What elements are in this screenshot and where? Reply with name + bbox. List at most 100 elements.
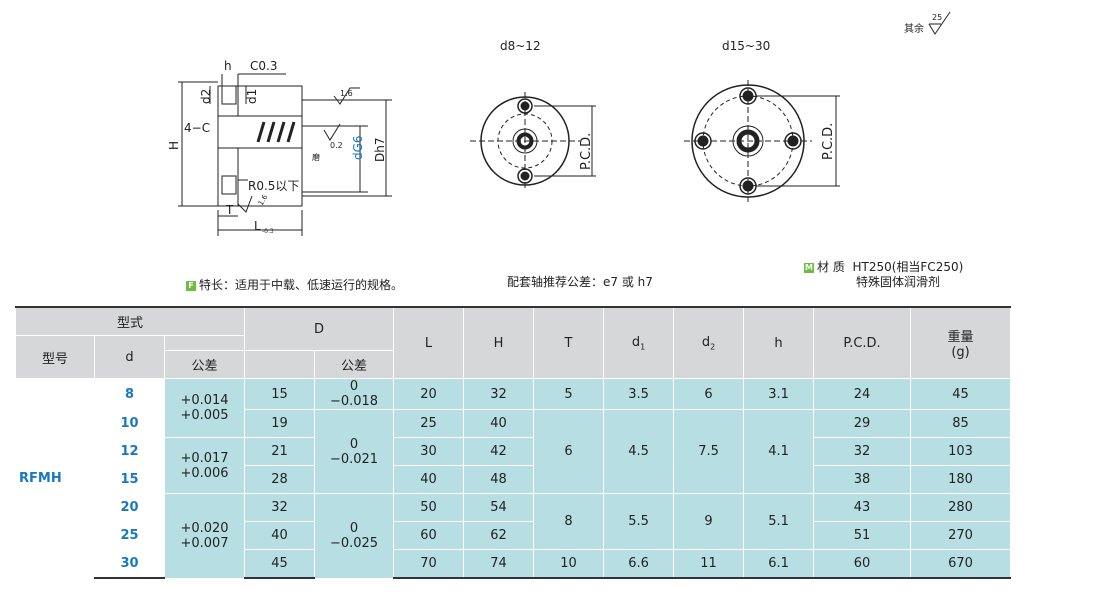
D-tol-cell: 0−0.018 bbox=[314, 378, 395, 410]
header-pcd: P.C.D. bbox=[813, 306, 912, 379]
d2-cell: 7.5 bbox=[673, 409, 745, 494]
table-row: 25 40 60 62 51 270 bbox=[16, 521, 1012, 550]
d2-cell: 9 bbox=[673, 493, 745, 550]
d2-cell: 6 bbox=[673, 378, 745, 410]
L-cell: 30 bbox=[393, 437, 465, 466]
roughness-top-label: 1.6 bbox=[340, 89, 353, 98]
d-cell: 20 bbox=[94, 493, 165, 522]
D-tol-cell: 0−0.025 bbox=[314, 493, 395, 579]
grind-mark-label: 磨 bbox=[312, 152, 320, 162]
roughness-mid-label: 0.2 bbox=[330, 141, 343, 150]
surface-note-prefix: 其余 bbox=[904, 24, 924, 35]
H-cell: 62 bbox=[463, 521, 535, 550]
dim-T-label: T bbox=[225, 203, 234, 217]
small-pcd-label: P.C.D. bbox=[579, 133, 594, 170]
L-cell: 25 bbox=[393, 409, 465, 438]
pcd-cell: 32 bbox=[813, 437, 912, 466]
D-cell: 15 bbox=[244, 378, 316, 410]
lubricant-hatch bbox=[256, 121, 296, 143]
feature-text: 特长：适用于中载、低速运行的规格。 bbox=[199, 278, 404, 292]
header-d2: d2 bbox=[673, 306, 745, 379]
d2-cell: 11 bbox=[673, 549, 745, 579]
d-cell: 15 bbox=[94, 465, 165, 494]
dim-d1-label: d1 bbox=[245, 89, 259, 104]
d-cell: 10 bbox=[94, 409, 165, 438]
pcd-cell: 24 bbox=[813, 378, 912, 410]
header-model: 型号 bbox=[15, 335, 95, 379]
H-cell: 48 bbox=[463, 465, 535, 494]
header-L: L bbox=[393, 306, 465, 379]
surface-note-value: 25 bbox=[932, 13, 942, 22]
header-weight: 重量(g) bbox=[910, 306, 1012, 379]
header-d: d bbox=[94, 335, 165, 379]
table-row: RFMH 8 +0.014+0.005 15 0−0.018 20 32 5 3… bbox=[15, 378, 1012, 579]
h-cell: 4.1 bbox=[743, 409, 815, 494]
header-H: H bbox=[463, 306, 535, 379]
d-tol-cell: +0.020+0.007 bbox=[163, 493, 246, 579]
table-row: 10 19 0−0.021 25 40 6 4.5 7.5 4.1 29 85 bbox=[16, 409, 1012, 494]
header-tolerance-spacer bbox=[163, 335, 246, 351]
header-D-spacer bbox=[244, 350, 316, 379]
L-cell: 20 bbox=[393, 378, 465, 410]
d1-cell: 4.5 bbox=[603, 409, 675, 494]
dim-L-label: L bbox=[254, 219, 261, 233]
D-cell: 32 bbox=[244, 493, 316, 522]
weight-cell: 270 bbox=[910, 521, 1012, 550]
weight-cell: 103 bbox=[910, 437, 1012, 466]
pcd-cell: 60 bbox=[813, 549, 912, 579]
h-cell: 3.1 bbox=[743, 378, 815, 410]
L-cell: 50 bbox=[393, 493, 465, 522]
d1-cell: 6.6 bbox=[603, 549, 675, 579]
spec-table: 型式 D L H T d1 d2 h P.C.D. 重量(g) 型号 d 公差 … bbox=[14, 306, 1012, 579]
lubricant-note: 特殊固体润滑剂 bbox=[856, 275, 941, 289]
shaft-tolerance-note: 配套轴推荐公差：e7 或 h7 bbox=[507, 275, 653, 289]
d-cell: 12 bbox=[94, 437, 165, 466]
table-row: 12 +0.017+0.006 21 30 42 32 103 bbox=[16, 437, 1012, 494]
D-cell: 21 bbox=[244, 437, 316, 466]
header-D-tolerance: 公差 bbox=[314, 350, 395, 379]
pcd-cell: 51 bbox=[813, 521, 912, 550]
d-cell: 30 bbox=[94, 549, 165, 579]
h-cell: 6.1 bbox=[743, 549, 815, 579]
header-d1: d1 bbox=[603, 306, 675, 379]
pcd-cell: 43 bbox=[813, 493, 912, 522]
dim-radius-label: R0.5以下 bbox=[248, 179, 299, 193]
D-cell: 28 bbox=[244, 465, 316, 494]
h-cell: 5.1 bbox=[743, 493, 815, 550]
H-cell: 32 bbox=[463, 378, 535, 410]
feature-badge-icon: F bbox=[186, 280, 196, 291]
roughness-symbol-icon: 25 bbox=[928, 11, 951, 35]
table-row: 30 45 70 74 10 6.6 11 6.1 60 670 bbox=[16, 549, 1012, 579]
D-tol-cell: 0−0.021 bbox=[314, 409, 395, 494]
dim-dG6-label: dG6 bbox=[351, 135, 365, 160]
dim-H-label: H bbox=[167, 141, 181, 150]
T-cell: 8 bbox=[533, 493, 605, 550]
header-T: T bbox=[533, 306, 605, 379]
pcd-cell: 38 bbox=[813, 465, 912, 494]
T-cell: 5 bbox=[533, 378, 605, 410]
D-cell: 45 bbox=[244, 549, 316, 579]
d-cell: 8 bbox=[94, 378, 165, 410]
T-cell: 6 bbox=[533, 409, 605, 494]
D-cell: 19 bbox=[244, 409, 316, 438]
material-label: 材 质 bbox=[817, 260, 845, 274]
L-cell: 70 bbox=[393, 549, 465, 579]
d-cell: 25 bbox=[94, 521, 165, 550]
D-cell: 40 bbox=[244, 521, 316, 550]
small-view-title: d8~12 bbox=[500, 39, 541, 53]
d-tol-cell: +0.017+0.006 bbox=[163, 437, 246, 494]
L-cell: 40 bbox=[393, 465, 465, 494]
d1-cell: 3.5 bbox=[603, 378, 675, 410]
header-D: D bbox=[244, 306, 395, 351]
header-type-group: 型式 bbox=[14, 306, 246, 336]
weight-cell: 85 bbox=[910, 409, 1012, 438]
material-badge-icon: M bbox=[804, 262, 814, 273]
dim-L-tol-label: -0.3 bbox=[262, 228, 274, 235]
dim-chamfer-label: C0.3 bbox=[250, 59, 277, 73]
dim-h-label: h bbox=[224, 59, 232, 73]
L-cell: 60 bbox=[393, 521, 465, 550]
technical-drawing: h C0.3 d2 d1 H 4−C 1.6 0.2 磨 dG6 Dh7 R0.… bbox=[167, 39, 840, 236]
H-cell: 54 bbox=[463, 493, 535, 522]
